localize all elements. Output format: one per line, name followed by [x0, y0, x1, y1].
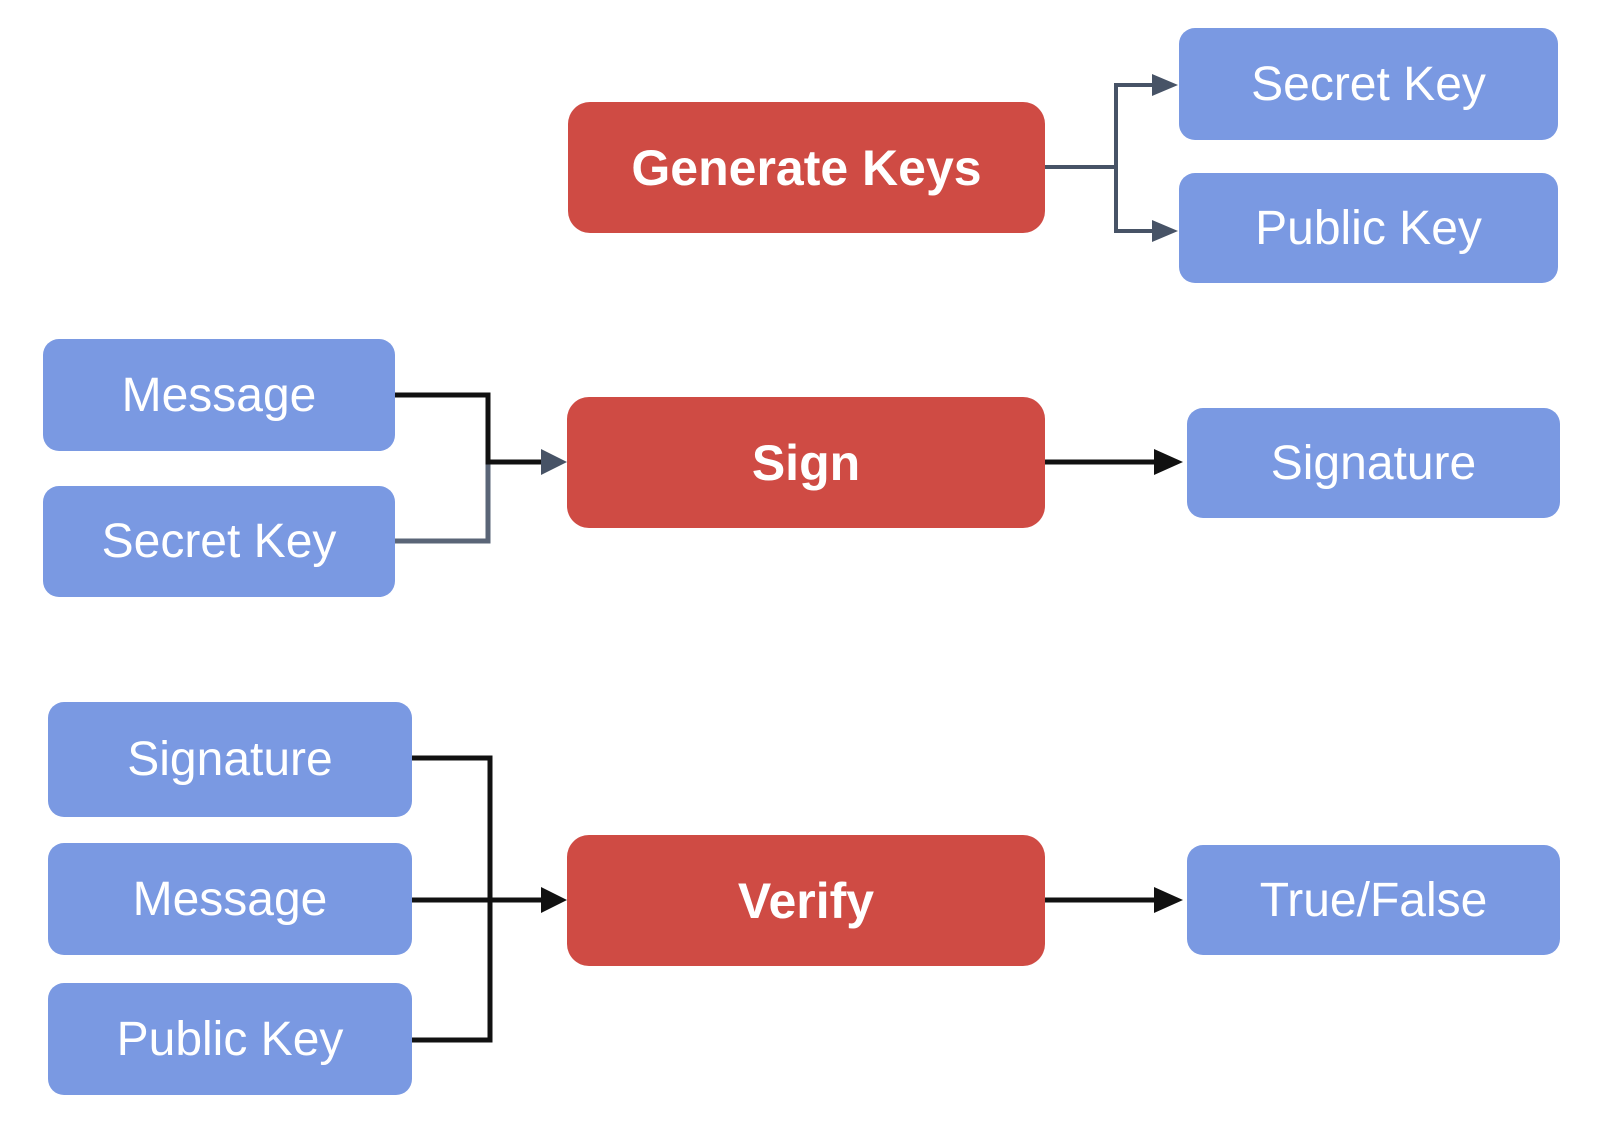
node-message-sign-input-label: Message: [121, 368, 317, 422]
node-public-key-verify-input: Public Key: [48, 983, 412, 1095]
node-public-key-output-label: Public Key: [1255, 201, 1482, 255]
node-message-verify-input-label: Message: [132, 872, 328, 926]
arrowhead-to-verify: [541, 887, 567, 913]
node-generate-keys-label: Generate Keys: [631, 139, 982, 196]
node-secret-key-sign-input: Secret Key: [43, 486, 395, 597]
node-verify: Verify: [567, 835, 1045, 966]
node-sign-label: Sign: [751, 434, 861, 491]
node-secret-key-output: Secret Key: [1179, 28, 1558, 140]
node-generate-keys: Generate Keys: [568, 102, 1045, 233]
node-public-key-verify-input-label: Public Key: [116, 1012, 344, 1066]
node-true-false: True/False: [1187, 845, 1560, 955]
node-secret-key-sign-input-label: Secret Key: [101, 515, 337, 568]
arrowhead-to-signature: [1154, 449, 1183, 475]
connector-verify-inputs: [409, 755, 567, 1043]
node-public-key-output: Public Key: [1179, 173, 1558, 283]
node-sign: Sign: [567, 397, 1045, 528]
arrowhead-to-true-false: [1154, 887, 1183, 913]
node-signature-verify-input: Signature: [48, 702, 412, 817]
node-signature-verify-input-label: Signature: [127, 733, 333, 786]
connector-sign-inputs: [395, 392, 567, 544]
node-message-verify-input: Message: [48, 843, 412, 955]
node-signature-output: Signature: [1187, 408, 1560, 518]
node-true-false-label: True/False: [1259, 873, 1488, 927]
node-signature-output-label: Signature: [1270, 436, 1477, 490]
node-verify-label: Verify: [737, 872, 875, 929]
arrowhead-to-secret-key: [1152, 74, 1178, 96]
node-message-sign-input: Message: [43, 339, 395, 451]
arrowhead-to-public-key: [1152, 220, 1178, 242]
node-secret-key-output-label: Secret Key: [1251, 57, 1486, 111]
connector-generate-keys-branch: [1043, 74, 1178, 242]
arrowhead-to-sign: [541, 449, 567, 475]
connector-verify-output: [1042, 887, 1183, 913]
connector-sign-output: [1042, 449, 1183, 475]
